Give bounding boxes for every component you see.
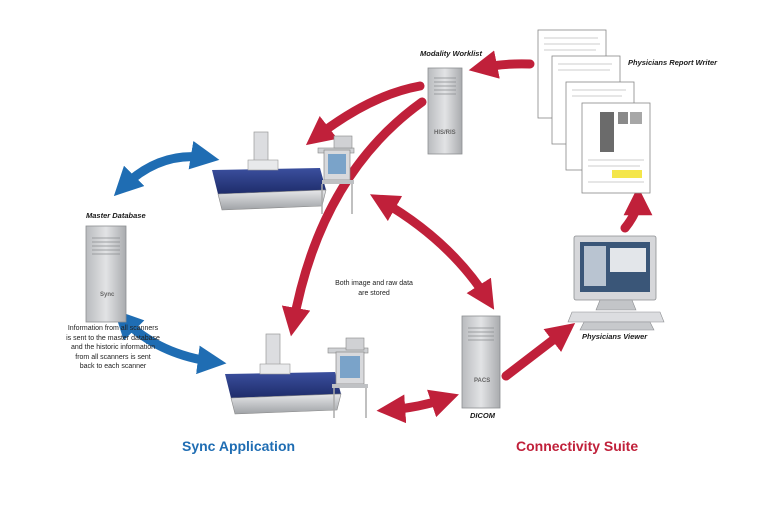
arrow-pacs-to-viewer	[501, 322, 576, 381]
master-database-label: Master Database	[86, 211, 146, 220]
arrow-bottom-scanner-pacs	[376, 389, 459, 424]
storage-note: Both image and raw data are stored	[324, 279, 424, 298]
physician-workstation-icon	[567, 235, 665, 331]
his-ris-label: HIS/RIS	[434, 130, 456, 136]
sync-note-line-1: Information from all scanners	[67, 325, 159, 332]
his-ris-server-icon	[427, 67, 463, 155]
sync-note-line-3: and the historic information	[70, 344, 156, 351]
pacs-server-label: PACS	[474, 378, 491, 384]
pacs-server-icon	[461, 315, 501, 409]
storage-note-line-2: are stored	[358, 289, 390, 297]
storage-note-line-1: Both image and raw data	[335, 280, 413, 287]
dicom-label: DICOM	[470, 411, 495, 420]
report-documents-icon	[537, 29, 651, 194]
arrow-viewer-to-reports	[620, 186, 653, 233]
sync-arrow-top	[113, 140, 220, 197]
arrow-top-scanner-pacs	[369, 194, 495, 310]
sync-note-line-5: back to each scanner	[79, 363, 147, 370]
sync-note-line-4: from all scanners is sent	[75, 353, 151, 361]
sync-server-icon	[85, 225, 127, 323]
sync-arrow-bottom	[113, 309, 227, 375]
arrow-reports-to-his	[468, 50, 535, 79]
physicians-report-writer-label: Physicians Report Writer	[628, 58, 718, 67]
sync-note: Information from all scanners is sent to…	[48, 324, 178, 372]
sync-server-label: Sync	[100, 292, 115, 298]
arrow-his-to-bottom-scanner	[281, 97, 427, 337]
connectivity-suite-title: Connectivity Suite	[516, 438, 639, 454]
physicians-viewer-label: Physicians Viewer	[582, 332, 648, 341]
arrow-his-to-top-scanner	[305, 81, 425, 146]
modality-worklist-label: Modality Worklist	[420, 49, 482, 58]
dexa-scanner-top-icon	[212, 131, 355, 214]
sync-application-title: Sync Application	[182, 438, 296, 454]
dexa-scanner-bottom-icon	[225, 333, 369, 418]
sync-note-line-2: is sent to the master database	[66, 334, 160, 342]
arrows	[113, 50, 653, 424]
